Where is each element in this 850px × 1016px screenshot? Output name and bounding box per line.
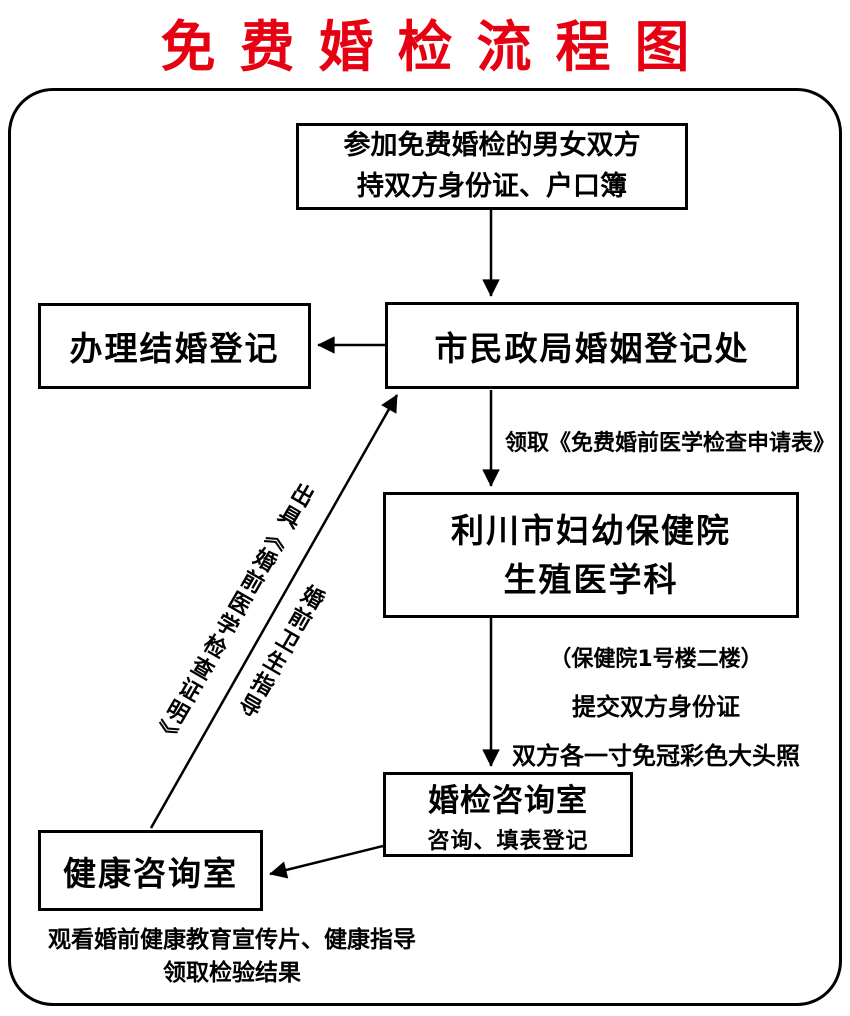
node-applicants-line1: 参加免费婚检的男女双方 [343, 130, 641, 161]
node-maternity-hospital: 利川市妇幼保健院 生殖医学科 [383, 492, 799, 618]
node-marriage-registration: 办理结婚登记 [38, 303, 311, 389]
node-maternity-hospital-line1: 利川市妇幼保健院 [451, 510, 731, 550]
node-health-consult-room-label: 健康咨询室 [63, 853, 238, 893]
node-premarital-check-room: 婚检咨询室 咨询、填表登记 [383, 772, 633, 857]
label-photo: 双方各一寸免冠彩色大头照 [512, 742, 800, 770]
label-submit-id: 提交双方身份证 [572, 693, 740, 721]
label-apply-form: 领取《免费婚前医学检查申请表》 [504, 431, 835, 456]
label-right-notes: （保健院1号楼二楼） 提交双方身份证 双方各一寸免冠彩色大头照 [502, 641, 810, 785]
label-get-result: 领取检验结果 [163, 960, 301, 986]
node-maternity-hospital-line2: 生殖医学科 [503, 560, 679, 599]
label-watch-video: 观看婚前健康教育宣传片、健康指导 [48, 927, 416, 953]
node-civil-affairs-registry: 市民政局婚姻登记处 [385, 302, 799, 389]
node-marriage-registration-label: 办理结婚登记 [69, 329, 280, 368]
label-location: （保健院1号楼二楼） [549, 647, 763, 672]
page-title: 免费婚检流程图 [160, 15, 714, 79]
node-civil-affairs-registry-label: 市民政局婚姻登记处 [434, 328, 750, 368]
arrow-health-to-registry [149, 394, 399, 829]
node-premarital-check-room-line2: 咨询、填表登记 [427, 828, 589, 854]
node-premarital-check-room-line1: 婚检咨询室 [428, 782, 588, 819]
node-applicants-line2: 持双方身份证、户口簿 [357, 170, 627, 202]
node-health-consult-room: 健康咨询室 [38, 830, 263, 911]
flowchart-frame [8, 88, 842, 1006]
arrow-consult-to-health [269, 844, 384, 879]
label-bottom-notes: 观看婚前健康教育宣传片、健康指导 领取检验结果 [28, 924, 436, 990]
node-applicants: 参加免费婚检的男女双方 持双方身份证、户口簿 [296, 123, 688, 210]
